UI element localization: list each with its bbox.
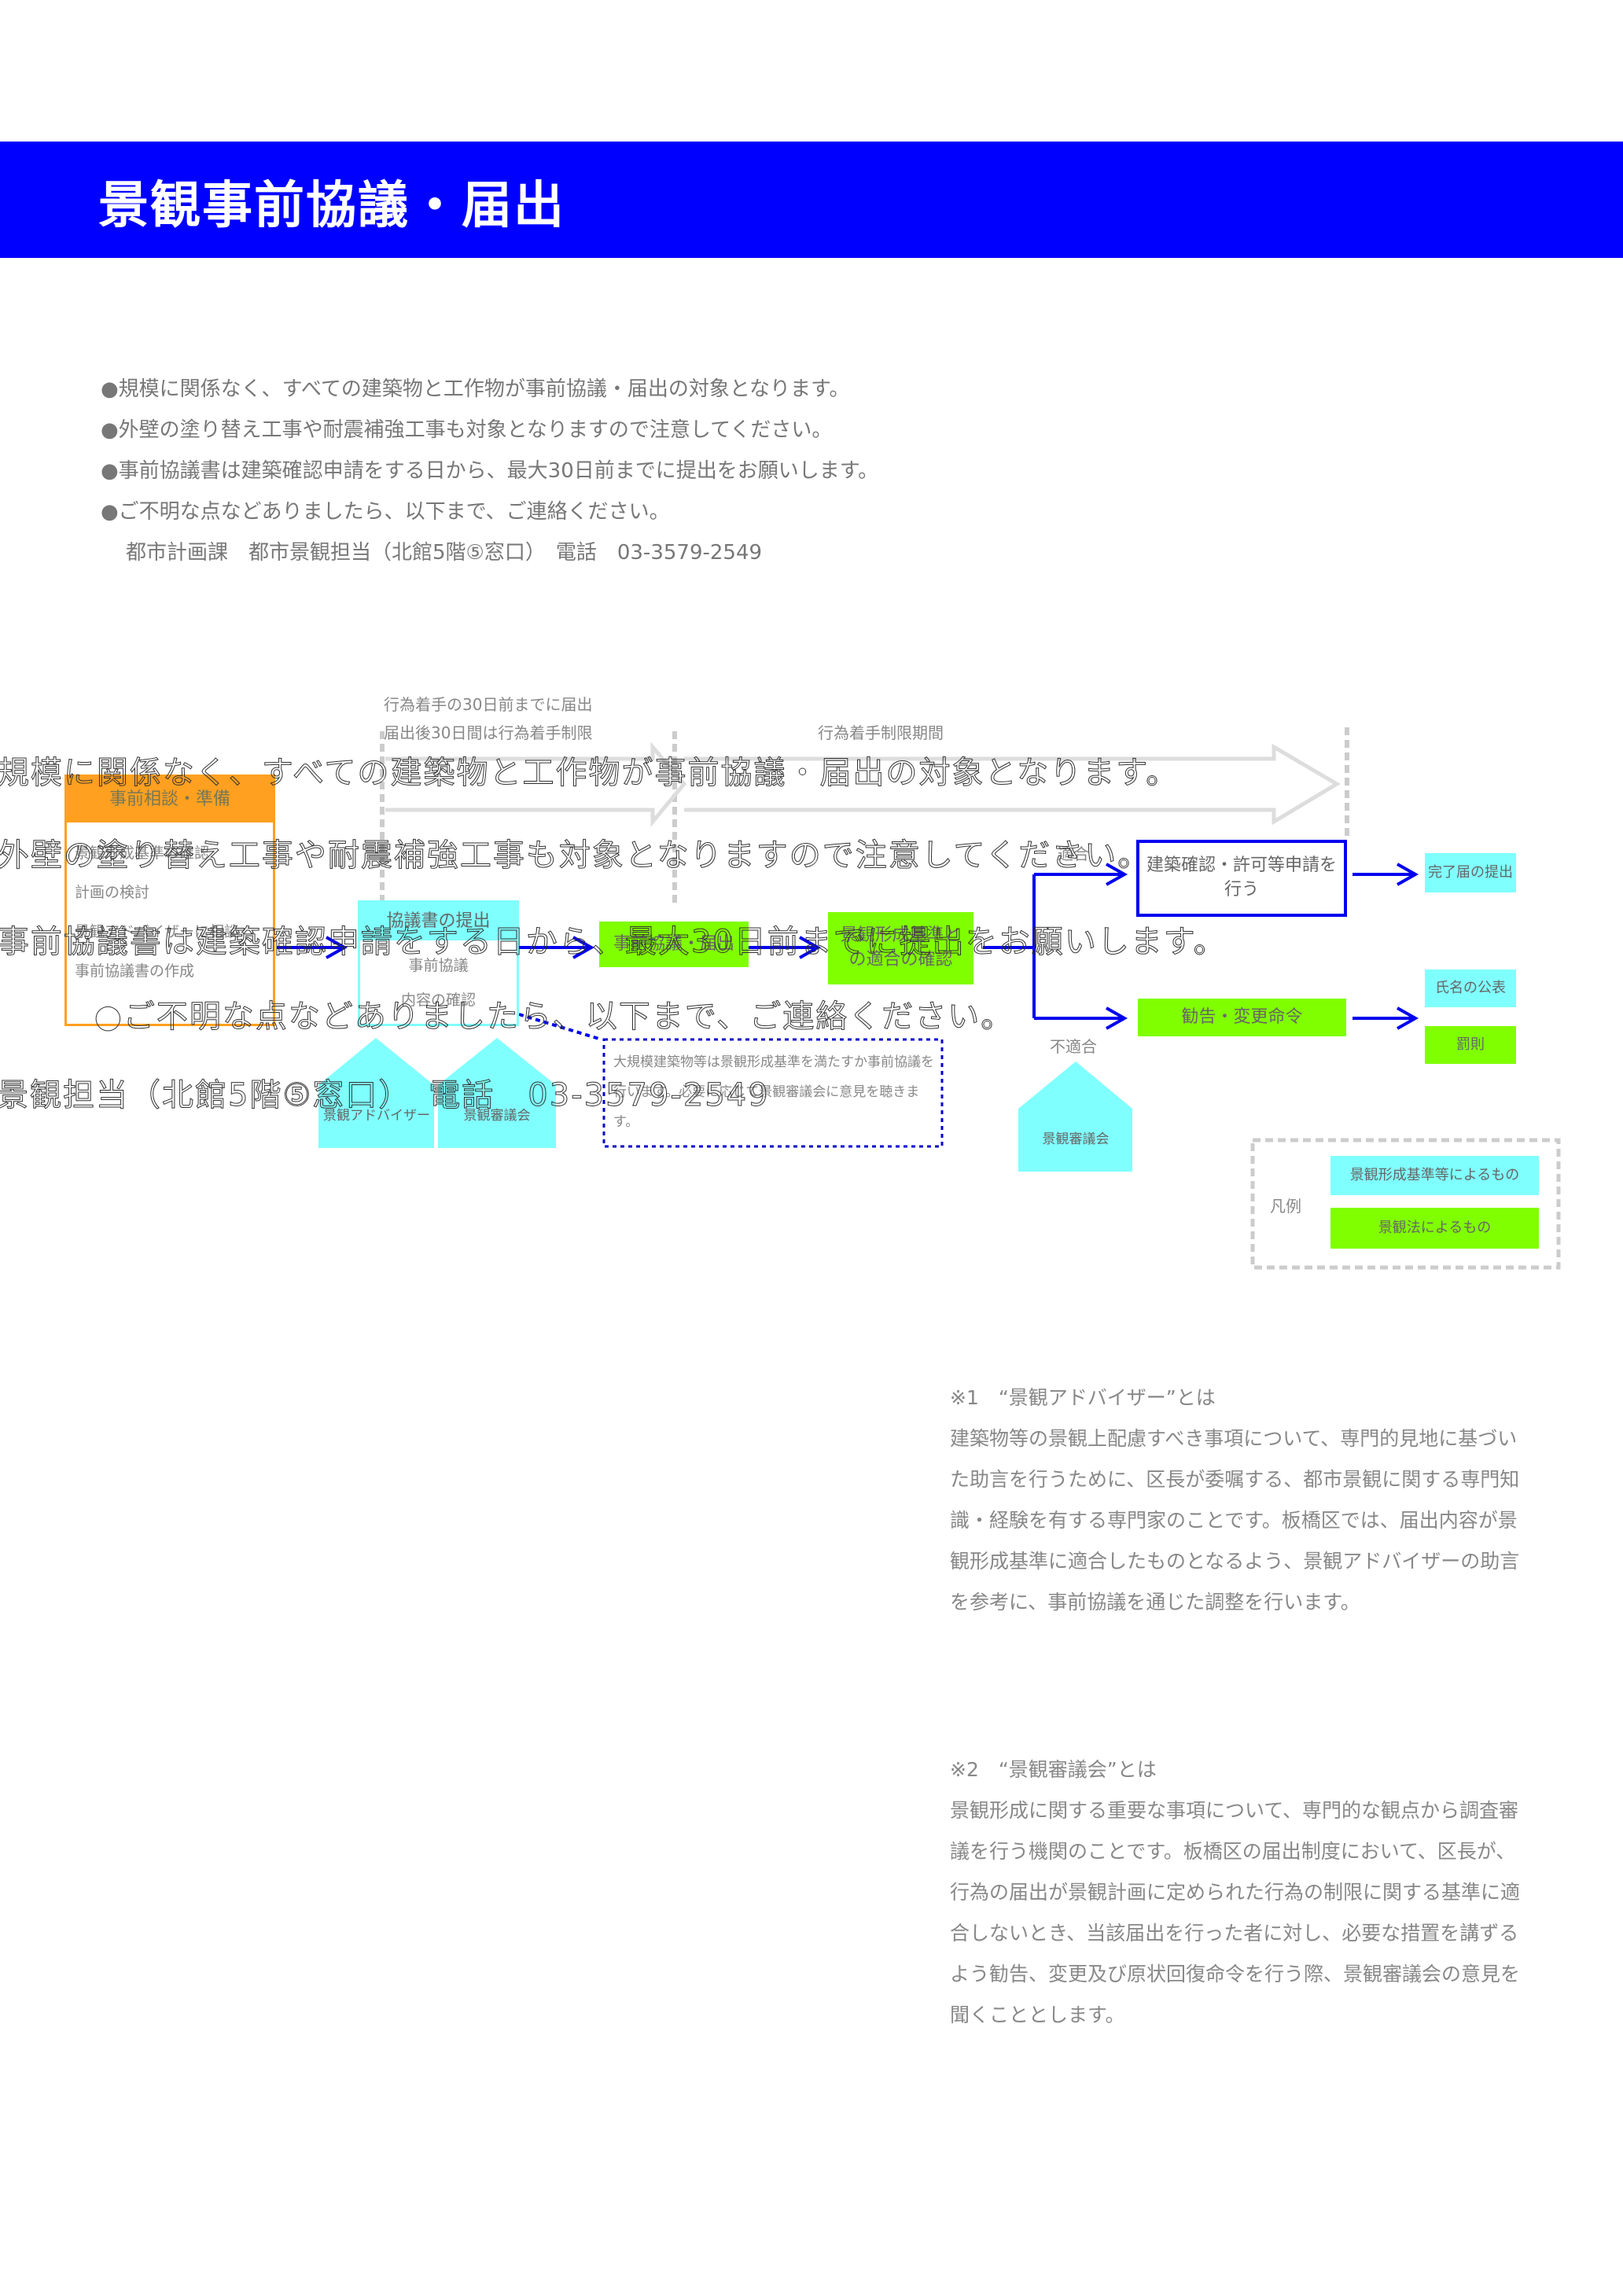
prep-item: 計画の検討 [75, 884, 150, 901]
legend-cyan: 景観形成基準等によるもの [1330, 1156, 1539, 1195]
advisor-label: 景観アドバイザー [323, 1108, 430, 1124]
submit-header: 協議書の提出 [360, 903, 517, 940]
council-label: 景観審議会 [1042, 1131, 1110, 1148]
step-check: 景観形成基準との適合の確認 [828, 912, 973, 984]
ok-box: 建築確認・許可等申請を行う [1136, 840, 1347, 917]
top-note: 行為着手の30日前までに届出 [384, 695, 593, 714]
header-bar [0, 142, 1623, 258]
dashed-note-frame [602, 1038, 944, 1148]
council-label: 景観審議会 [463, 1108, 531, 1124]
flow-arrows [277, 863, 1419, 1041]
advisor-house-2 [438, 1038, 556, 1148]
top-note: 行為着手制限期間 [818, 723, 944, 742]
prep-box: 事前相談・準備 景観形成基準の確認 計画の検討 景観アドバイザーに相談 事前協議… [64, 775, 275, 1026]
ng-result-publish: 氏名の公表 [1425, 970, 1516, 1007]
intro-bullet: ●外壁の塗り替え工事や耐震補強工事も対象となりますので注意してください。 [101, 418, 833, 442]
note-1-title: ※1 “景観アドバイザー”とは [950, 1386, 1216, 1409]
branch-ng-label: 不適合 [1050, 1037, 1097, 1056]
ok-result: 完了届の提出 [1425, 853, 1516, 892]
page-title: 景観事前協議・届出 [98, 177, 565, 235]
note-2-title: ※2 “景観審議会”とは [950, 1758, 1157, 1781]
submit-item: 事前協議 [408, 957, 469, 974]
prep-item: 景観アドバイザーに相談 [75, 923, 240, 940]
top-note: 届出後30日間は行為着手制限 [384, 723, 593, 742]
ng-box: 勧告・変更命令 [1138, 999, 1346, 1036]
submit-item: 内容の確認 [400, 992, 476, 1009]
prep-header: 事前相談・準備 [67, 777, 273, 822]
legend-frame [1250, 1138, 1561, 1270]
intro-bullet: ●規模に関係なく、すべての建築物と工作物が事前協議・届出の対象となります。 [101, 377, 850, 401]
legend-green: 景観法によるもの [1330, 1208, 1539, 1249]
advisor-house-1 [318, 1038, 434, 1148]
submit-box: 協議書の提出 事前協議 内容の確認 [358, 900, 519, 1026]
note-1-body: 建築物等の景観上配慮すべき事項について、専門的見地に基づいた助言を行うために、区… [950, 1427, 1520, 1613]
contact-info: 都市計画課 都市景観担当（北館5階⑤窓口） 電話 03-3579-2549 [126, 541, 763, 565]
period-guides [380, 727, 1349, 904]
advisor-house-3 [1018, 1062, 1132, 1172]
intro-bullet: ●事前協議書は建築確認申請をする日から、最大30日前までに提出をお願いします。 [101, 459, 879, 483]
intro-bullet: ●ご不明な点などありましたら、以下まで、ご連絡ください。 [101, 500, 670, 524]
period-arrow-2 [684, 743, 1341, 826]
prep-item: 事前協議書の作成 [75, 962, 195, 980]
dashed-note: 大規模建築物等は景観形成基準を満たすか事前協議を行います。必要に応じて景観審議会… [613, 1054, 934, 1130]
step-consult: 事前協議・届出 [599, 922, 749, 967]
period-arrow-1 [385, 741, 687, 827]
legend-label: 凡例 [1270, 1197, 1301, 1216]
branch-ok-label: 適合 [1058, 844, 1089, 863]
note-2-body: 景観形成に関する重要な事項について、専門的な観点から調査審議を行う機関のことです… [950, 1799, 1521, 2026]
prep-item: 景観形成基準の確認 [75, 844, 210, 862]
ng-result-penalty: 罰則 [1425, 1026, 1516, 1064]
